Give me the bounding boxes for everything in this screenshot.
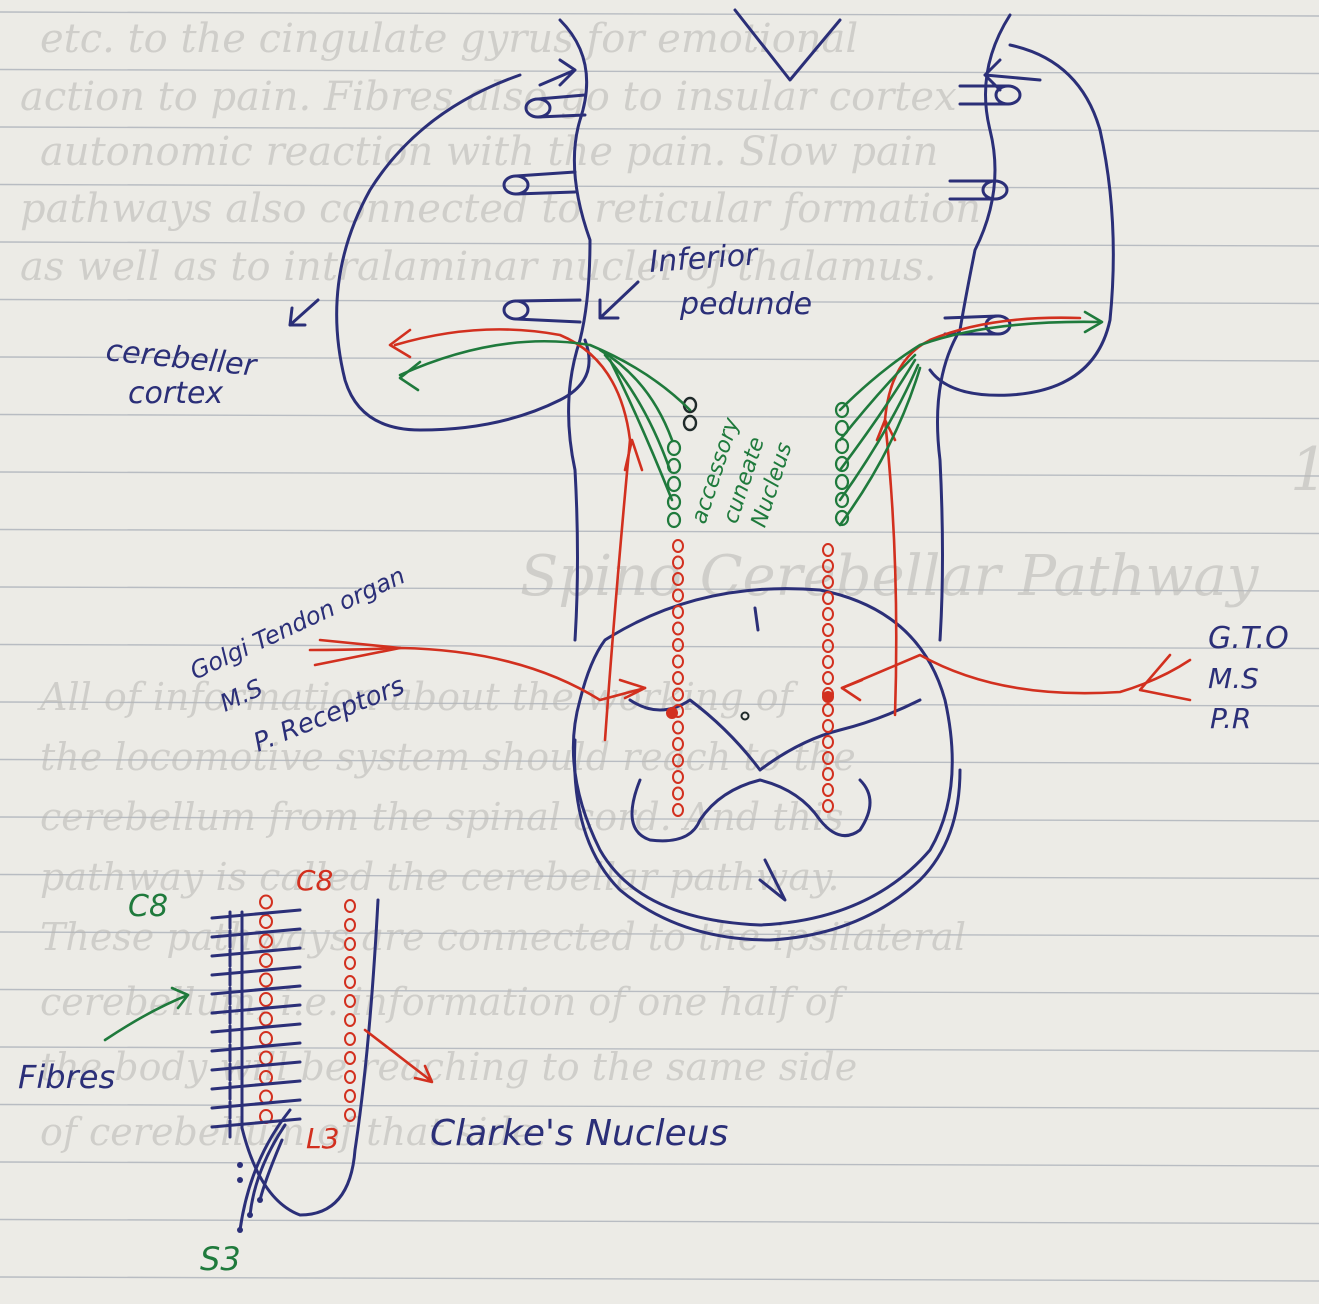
svg-text:the body will be reaching to t: the body will be reaching to the same si… [40, 1045, 857, 1089]
accessory-cuneate-nucleus-cell [668, 441, 680, 455]
accessory-cuneate-nucleus-cell [836, 439, 848, 453]
rule-line [0, 1277, 1319, 1281]
background-handwriting: etc. to the cingulate gyrus for emotiona… [20, 16, 1319, 1154]
rule-line [0, 300, 1319, 304]
clarkes-nucleus-cell-detail [345, 1033, 355, 1045]
cerebellar-cortex-pointer [290, 300, 318, 325]
clarkes-nucleus-cell-detail [260, 1032, 272, 1045]
label-inferior-peduncle-2: pedunde [679, 287, 812, 322]
clarkes-nucleus-cell-cord [823, 720, 833, 732]
clarkes-nucleus-cell-cord [673, 623, 683, 635]
svg-text:cerebellum from the spinal cor: cerebellum from the spinal cord. And thi… [40, 795, 844, 839]
svg-text:pathways also connected to ret: pathways also connected to reticular for… [20, 186, 981, 232]
green-tract-right [840, 312, 1102, 525]
dorsal-root-fibre [212, 1024, 300, 1032]
dorsal-root-fibre [212, 1100, 300, 1108]
clarkes-nucleus-cell-cord [823, 672, 833, 684]
rule-line [0, 530, 1319, 534]
svg-text:Spino Cerebellar Pathway: Spino Cerebellar Pathway [520, 544, 1260, 609]
clarkes-nucleus-cell-cord [823, 608, 833, 620]
label-golgi-tendon-organ: Golgi Tendon organ [186, 561, 410, 685]
svg-text:autonomic reaction with the pa: autonomic reaction with the pain. Slow p… [40, 129, 938, 175]
accessory-cuneate-nucleus-cell [668, 477, 680, 491]
rule-line [0, 415, 1319, 419]
accessory-cuneate-nucleus-cell [836, 475, 848, 489]
svg-text:action to pain. Fibres also go: action to pain. Fibres also go to insula… [20, 74, 957, 120]
svg-text:as well as to intralaminar nuc: as well as to intralaminar nuclei of tha… [20, 244, 936, 290]
clarkes-nucleus-cell-cord [673, 656, 683, 668]
rule-line [0, 1105, 1319, 1109]
svg-text:the locomotive system should r: the locomotive system should reach to th… [40, 735, 856, 779]
accessory-cuneate-nucleus-cell [668, 513, 680, 527]
rule-line [0, 70, 1319, 74]
label-l3: L3 [306, 1122, 339, 1155]
clarkes-nucleus-cell-cord [823, 656, 833, 668]
clarkes-nucleus-cell-cord [823, 624, 833, 636]
clarkes-nucleus-cell-cord [823, 704, 833, 716]
label-pr-right: P.R [1210, 702, 1251, 735]
rule-line [0, 1220, 1319, 1224]
clarkes-nucleus-cell-cord [823, 640, 833, 652]
rule-line [0, 645, 1319, 649]
label-ms-right: M.S [1208, 662, 1259, 695]
clarkes-nucleus-cell-cord [673, 722, 683, 734]
svg-text:cerebellum, i.e. information o: cerebellum, i.e. information of one half… [40, 980, 848, 1024]
svg-text:All of information about the w: All of information about the working of [37, 675, 799, 719]
label-clarkes-nucleus: Clarke's Nucleus [430, 1113, 728, 1154]
accessory-cuneate-nucleus-cell [684, 416, 696, 430]
label-cerebellar-cortex-2: cortex [128, 376, 223, 411]
svg-text:1: 1 [1290, 435, 1319, 505]
rule-line [0, 1162, 1319, 1166]
clarkes-nucleus-cell-detail [345, 1090, 355, 1102]
clarkes-nucleus-cell-cord [673, 639, 683, 651]
label-c8-left: C8 [128, 889, 168, 924]
label-s3: S3 [200, 1240, 241, 1278]
green-tract-left [400, 341, 690, 500]
label-c8-right: C8 [296, 864, 333, 897]
label-gto-right: G.T.O [1208, 621, 1289, 656]
clarkes-nucleus-cell-detail [345, 900, 355, 912]
svg-text:etc. to the cingulate gyrus fo: etc. to the cingulate gyrus for emotiona… [40, 16, 858, 62]
svg-text:These pathways are connected t: These pathways are connected to the ipsi… [40, 915, 966, 959]
label-fibres: Fibres [18, 1058, 115, 1096]
dorsal-root-fibre [212, 967, 300, 975]
